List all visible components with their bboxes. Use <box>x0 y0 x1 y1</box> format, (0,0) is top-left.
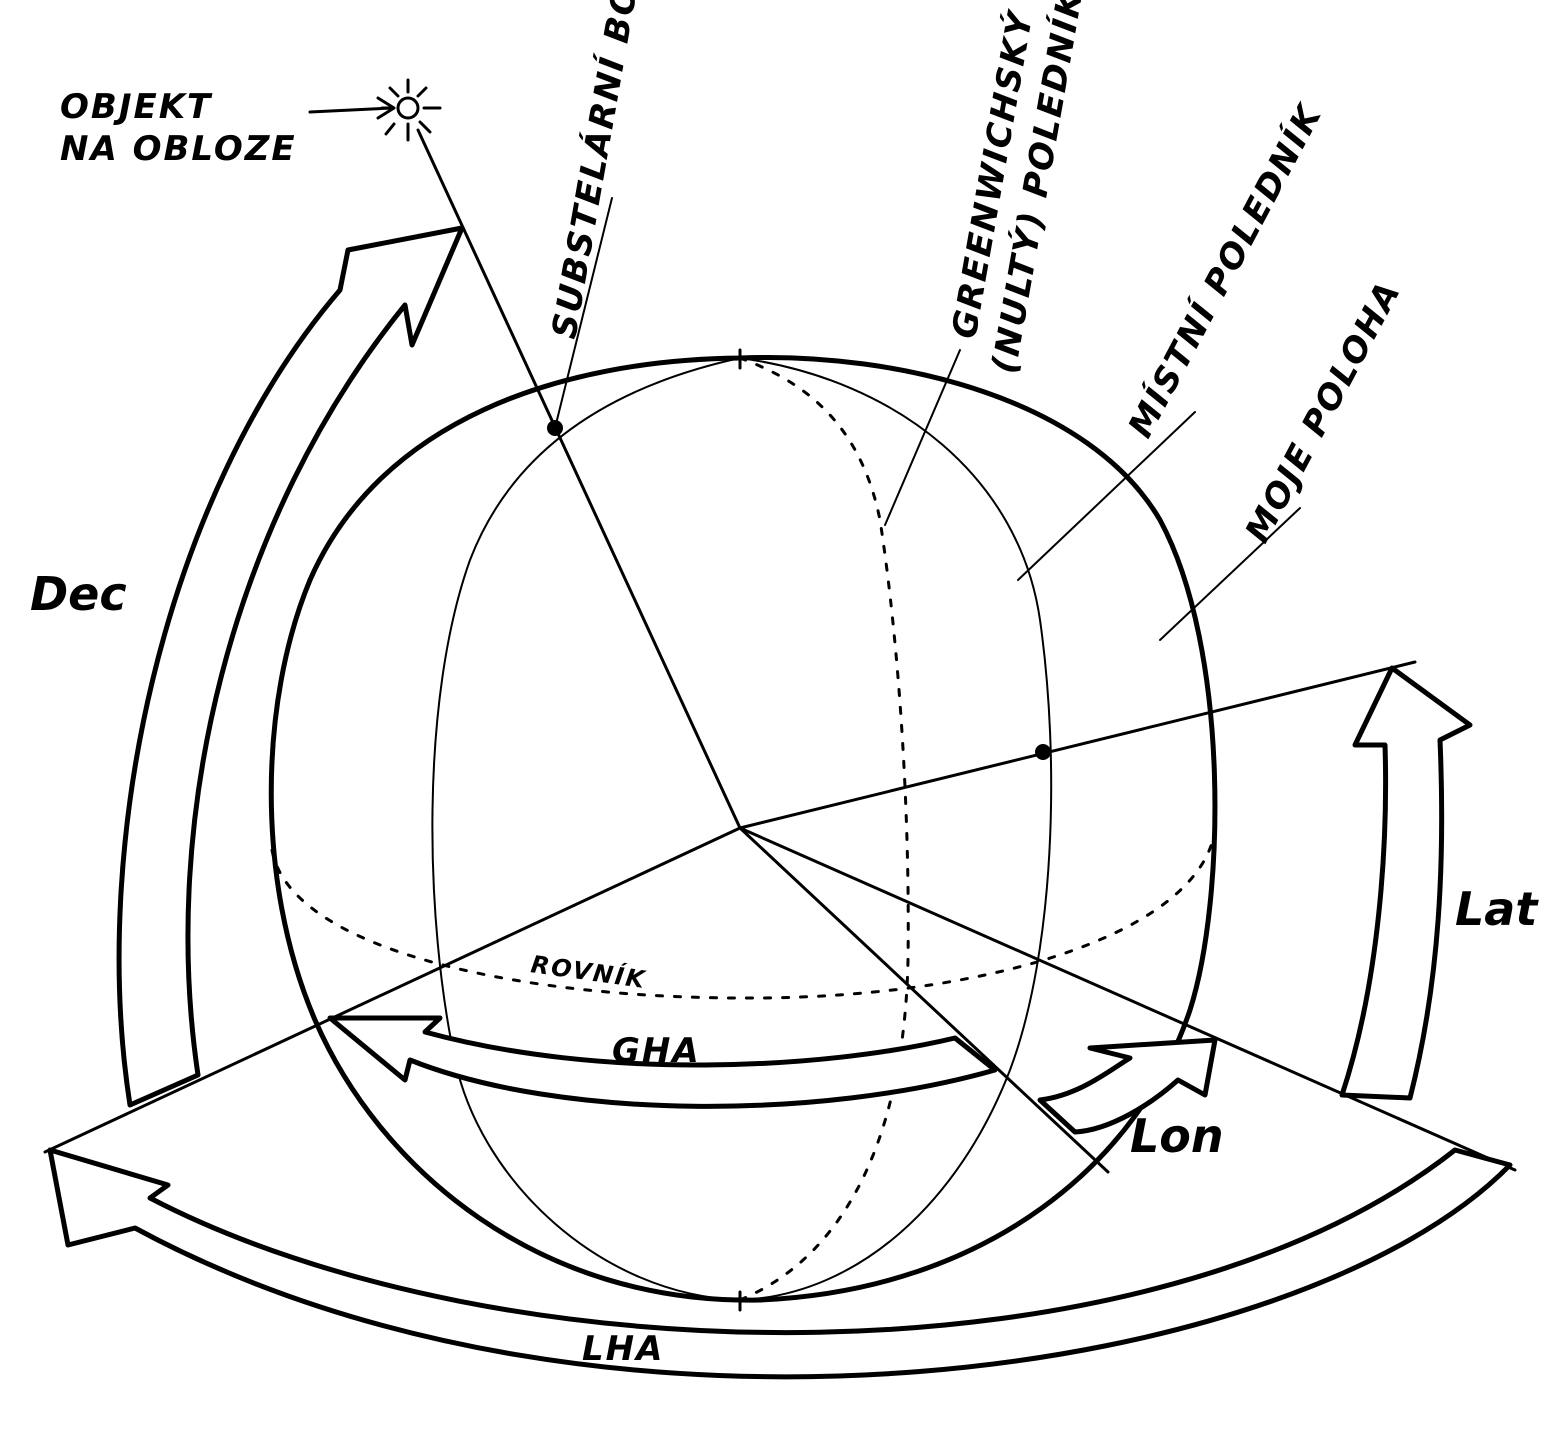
leader-lines <box>308 96 1301 641</box>
dec-arrow <box>116 225 465 1108</box>
lon-arrow <box>1037 1037 1218 1135</box>
object-label-line1: OBJEKT <box>60 87 213 127</box>
lon-label: Lon <box>1130 1109 1224 1163</box>
star-burst-icon <box>380 78 442 142</box>
equator-label: ROVNÍK <box>529 949 649 994</box>
lat-arrow <box>1339 665 1473 1101</box>
leader-object-arrowhead <box>376 96 396 120</box>
radial-lines <box>43 128 1517 1174</box>
lha-label: LHA <box>582 1329 664 1369</box>
line-center-to-right-horizon <box>738 826 1517 1172</box>
leader-substellar <box>554 197 613 429</box>
gha-label: GHA <box>612 1031 701 1071</box>
leader-local-meridian <box>1017 411 1196 581</box>
object-label-line2: NA OBLOZE <box>60 129 297 169</box>
greenwich-meridian-line <box>738 356 910 1302</box>
leader-my-position <box>1159 507 1301 641</box>
labels: OBJEKT NA OBLOZE SUBSTELÁRNÍ BOD GREENWI… <box>30 0 1539 1369</box>
line-center-to-position <box>738 660 1417 830</box>
substellar-point <box>547 420 563 436</box>
local-meridian-label: MÍSTNÍ POLEDNÍK <box>1120 96 1331 444</box>
leader-greenwich <box>884 349 961 526</box>
lha-arrow <box>47 1147 1513 1380</box>
line-center-to-left-horizon <box>43 826 742 1154</box>
globe <box>268 348 1218 1312</box>
leader-object-arrow <box>308 106 394 114</box>
my-position-label: MOJE POLOHA <box>1238 274 1410 549</box>
lat-label: Lat <box>1455 882 1539 936</box>
globe-outline <box>268 355 1218 1303</box>
gha-arrow <box>327 1015 998 1109</box>
my-position-point <box>1035 744 1051 760</box>
dec-label: Dec <box>30 567 127 621</box>
substellar-label: SUBSTELÁRNÍ BOD <box>543 0 651 342</box>
equator-back-dashed <box>270 828 1217 1000</box>
line-center-to-star <box>416 128 742 830</box>
line-center-to-greenwich-equator <box>738 826 1110 1174</box>
